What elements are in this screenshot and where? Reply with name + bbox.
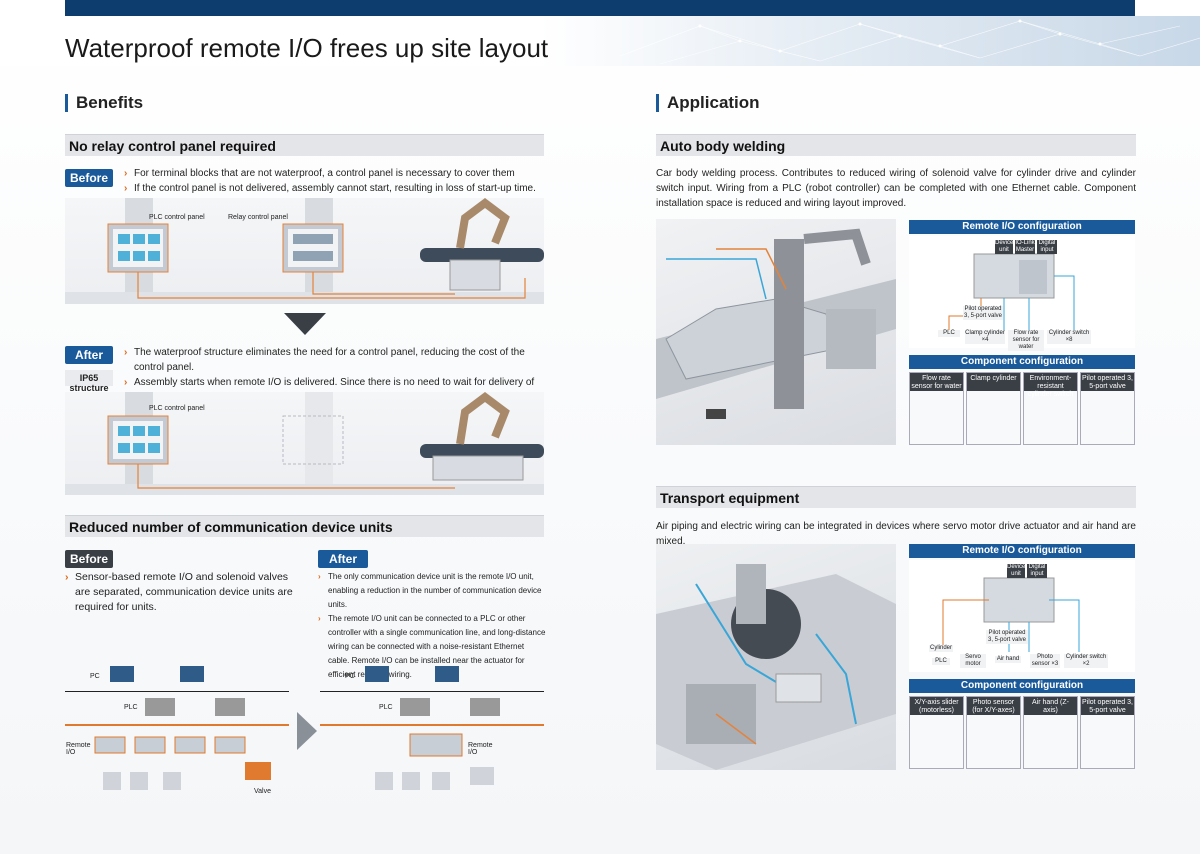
device-unit-label-t: Device unit: [1007, 564, 1026, 578]
bullet: If the control panel is not delivered, a…: [124, 181, 549, 196]
clamp-label: Clamp cylinder ×4: [965, 330, 1005, 344]
component-config-header-transport: Component configuration: [909, 679, 1135, 693]
auto-description: Car body welding process. Contributes to…: [656, 168, 1136, 209]
transport-image: [656, 544, 896, 770]
pc-label-before: PC: [90, 673, 100, 680]
airhand-label-t: Air hand: [995, 656, 1021, 663]
cylinder-label-t: Cylinder: [929, 645, 953, 652]
pilot-valve-label: Pilot operated 3, 5-port valve: [963, 306, 1003, 320]
cyl-switch-label: Cylinder switch ×8: [1047, 330, 1091, 344]
after-network-diagram: [320, 662, 544, 802]
component-cell: Air hand (Z-axis): [1023, 696, 1078, 769]
page-title: Waterproof remote I/O frees up site layo…: [65, 33, 549, 63]
section-bar-transport: Transport equipment: [656, 486, 1136, 508]
device-unit-label: Device unit: [995, 240, 1014, 254]
component-cell: Environment-resistant cylinder switch: [1023, 372, 1078, 445]
before-network-diagram: [65, 662, 289, 802]
before-tag-2: Before: [65, 550, 113, 568]
bullet: The only communication device unit is th…: [318, 570, 546, 612]
plc-label-after: PLC: [379, 704, 393, 711]
component-caption: Pilot operated 3, 5-port valve: [1081, 697, 1134, 715]
after-tag: After: [65, 346, 113, 364]
before-tag: Before: [65, 169, 113, 187]
before-bullets-2: Sensor-based remote I/O and solenoid val…: [65, 570, 293, 615]
pilot-valve-label-t: Pilot operated 3, 5-port valve: [986, 630, 1028, 644]
ip65-tag: IP65 structure: [65, 370, 113, 393]
plc-label-t: PLC: [932, 658, 950, 665]
bullet: Sensor-based remote I/O and solenoid val…: [65, 570, 293, 615]
valve-label: Valve: [254, 788, 271, 795]
after-plc-panel-label: PLC control panel: [149, 405, 205, 412]
right-arrow-icon: [297, 712, 317, 750]
component-caption: Environment-resistant cylinder switch: [1024, 373, 1077, 398]
top-navy-bar: [65, 0, 1135, 16]
component-cell: Photo sensor (for X/Y-axes): [966, 696, 1021, 769]
component-cell: Pilot operated 3, 5-port valve: [1080, 372, 1135, 445]
down-arrow-icon: [284, 313, 326, 335]
plc-panel-label: PLC control panel: [149, 214, 205, 221]
component-cell: Flow rate sensor for water: [909, 372, 964, 445]
component-caption: Photo sensor (for X/Y-axes): [967, 697, 1020, 715]
remote-io-config-diagram-auto: [909, 236, 1135, 348]
servo-label-t: Servo motor: [960, 654, 986, 668]
digital-input-label: Digital input: [1037, 240, 1057, 254]
component-cell: Pilot operated 3, 5-port valve: [1080, 696, 1135, 769]
remote-io-config-header-auto: Remote I/O configuration: [909, 220, 1135, 234]
application-heading: Application: [656, 94, 760, 112]
remote-io-config-header-transport: Remote I/O configuration: [909, 544, 1135, 558]
auto-welding-image: [656, 219, 896, 445]
after-tag-2: After: [318, 550, 368, 568]
section-bar-auto-body: Auto body welding: [656, 134, 1136, 156]
network-pattern-graphic: [619, 19, 1200, 65]
flow-label: Flow rate sensor for water: [1008, 330, 1044, 351]
component-caption: X/Y-axis slider (motorless): [910, 697, 963, 715]
before-bullets: For terminal blocks that are not waterpr…: [124, 166, 549, 196]
transport-description: Air piping and electric wiring can be in…: [656, 521, 1136, 547]
bullet: The waterproof structure eliminates the …: [124, 345, 544, 375]
photo-label-t: Photo sensor ×3: [1030, 654, 1060, 668]
remote-io-label-before: Remote I/O: [66, 742, 91, 756]
header-banner: Waterproof remote I/O frees up site layo…: [0, 16, 1200, 66]
plc-label-before: PLC: [124, 704, 138, 711]
pc-label-after: PC: [345, 673, 355, 680]
after-illustration: [65, 392, 544, 495]
benefits-heading: Benefits: [65, 94, 143, 112]
iolink-label: IO-Link Master: [1015, 240, 1035, 254]
digital-input-label-t: Digital input: [1027, 564, 1047, 578]
component-cell: Clamp cylinder: [966, 372, 1021, 445]
cyl-switch-label-t: Cylinder switch ×2: [1064, 654, 1108, 668]
component-caption: Flow rate sensor for water: [910, 373, 963, 391]
plc-config-label: PLC: [938, 330, 960, 337]
section-bar-reduced-units: Reduced number of communication device u…: [65, 515, 544, 537]
component-caption: Pilot operated 3, 5-port valve: [1081, 373, 1134, 391]
component-caption: Air hand (Z-axis): [1024, 697, 1077, 715]
remote-io-config-diagram-transport: [909, 560, 1135, 672]
bullet: For terminal blocks that are not waterpr…: [124, 166, 549, 181]
before-illustration: [65, 198, 544, 304]
component-config-header-auto: Component configuration: [909, 355, 1135, 369]
relay-panel-label: Relay control panel: [228, 214, 288, 221]
section-bar-no-relay: No relay control panel required: [65, 134, 544, 156]
component-cell: X/Y-axis slider (motorless): [909, 696, 964, 769]
component-caption: Clamp cylinder: [967, 373, 1020, 391]
remote-io-label-after: Remote I/O: [468, 742, 493, 756]
